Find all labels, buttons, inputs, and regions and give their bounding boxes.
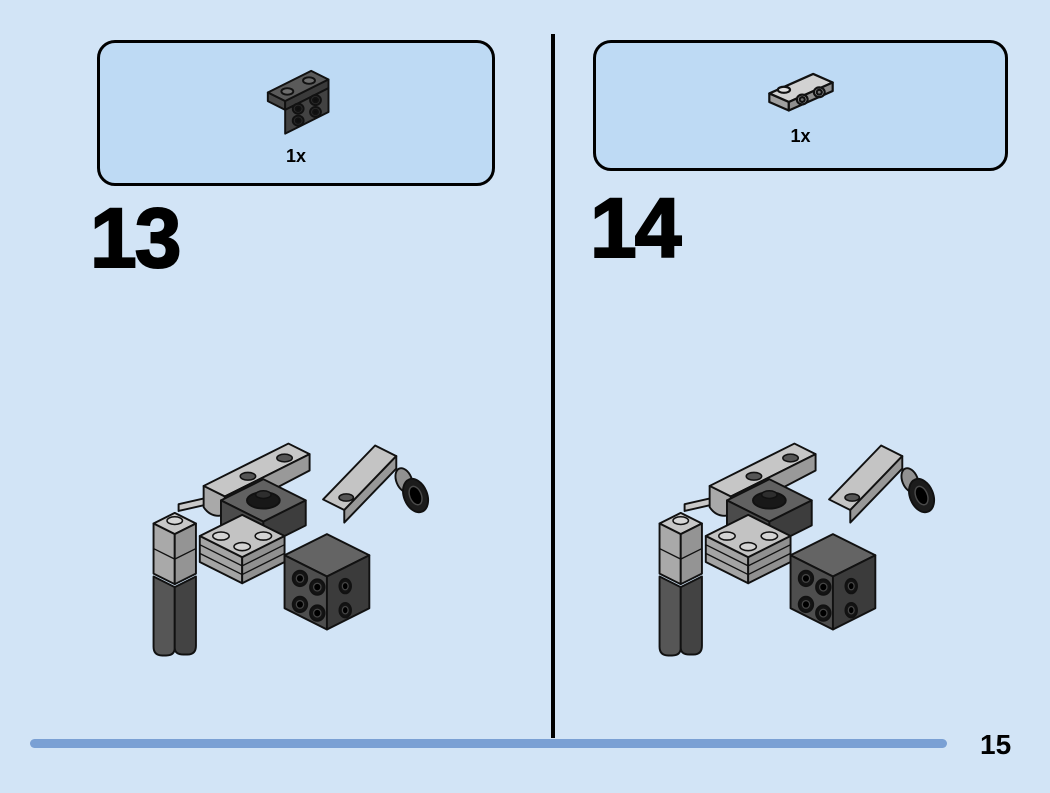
part-count: 1x [285, 145, 307, 166]
progress-bar [30, 739, 947, 748]
parts-callout-step-14: 1x [593, 40, 1008, 171]
lego-part-light-bracket-icon [762, 64, 840, 118]
model-illustration-step-14 [646, 432, 964, 668]
part-count: 1x [790, 126, 811, 146]
model-illustration-step-13 [140, 432, 458, 668]
parts-callout-step-13: 1x [97, 40, 495, 186]
page-number: 15 [980, 729, 1012, 760]
step-number: 14 [589, 181, 682, 275]
panel-divider [551, 34, 555, 738]
lego-part-dark-bracket-icon [257, 60, 335, 138]
step-number: 13 [89, 191, 182, 285]
